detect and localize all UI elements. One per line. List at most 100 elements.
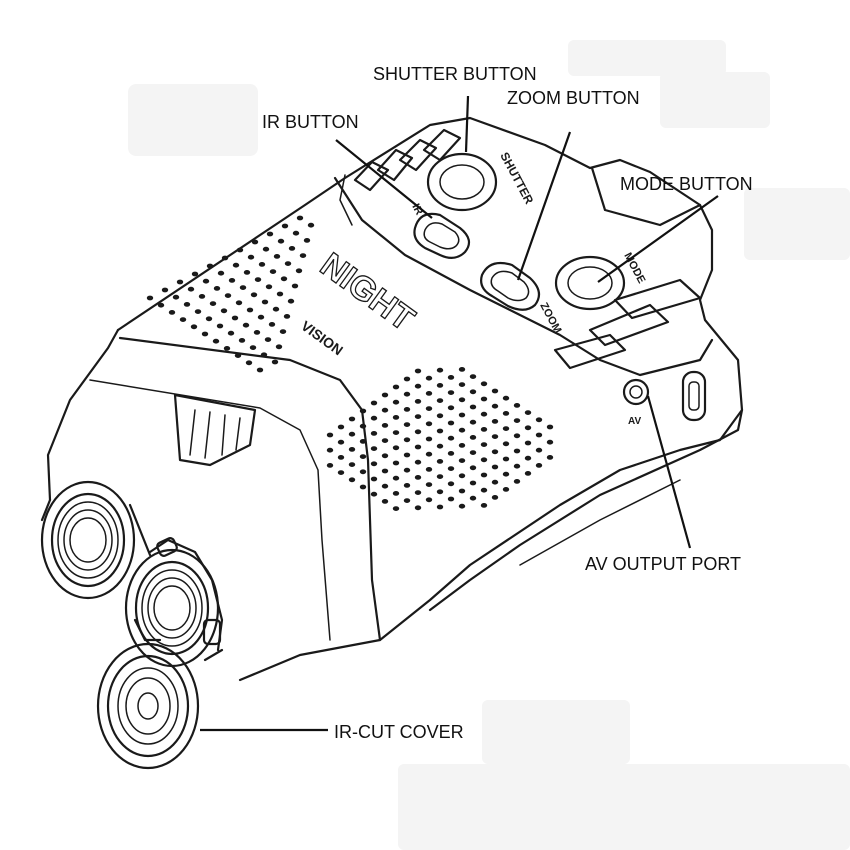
grille-hole (513, 479, 521, 484)
grille-hole (491, 479, 499, 485)
grille-hole (480, 503, 488, 508)
grille-hole (502, 426, 510, 431)
vision-marking: VISION (298, 317, 346, 358)
grille-hole (381, 407, 389, 413)
grille-hole (243, 270, 251, 275)
grille-hole (524, 455, 532, 461)
grille-hole (212, 338, 220, 344)
grille-hole (436, 489, 444, 495)
av-port[interactable]: AV (622, 378, 650, 427)
grille-hole (201, 331, 209, 337)
grille-hole (271, 359, 279, 365)
grille-hole (458, 397, 466, 403)
zoom-button[interactable]: ZOOM (480, 261, 563, 336)
grille-hole (414, 444, 422, 450)
grille-hole (221, 255, 229, 261)
grille-hole (469, 389, 477, 395)
grille-hole (291, 283, 299, 289)
grille-hole (458, 503, 466, 509)
grille-hole (194, 309, 202, 314)
shutter-button[interactable]: SHUTTER (426, 150, 536, 212)
grille-hole (348, 431, 356, 437)
grille-hole (249, 345, 257, 350)
grille-hole (250, 292, 258, 298)
grille-hole (469, 480, 477, 486)
grille-hole (381, 499, 389, 504)
grille-hole (381, 468, 389, 474)
grille-hole (425, 391, 433, 396)
grille-hole (447, 451, 455, 456)
grille-hole (480, 427, 488, 432)
grille-hole (264, 337, 272, 342)
grille-hole (245, 360, 253, 366)
grille-hole (348, 477, 356, 483)
grille-hole (279, 329, 287, 334)
shutter-marking: SHUTTER (497, 150, 536, 207)
grille-hole (502, 395, 510, 401)
front-panel-edge (89, 379, 331, 641)
grille-hole (535, 447, 543, 453)
grille-hole (436, 443, 444, 449)
grille-hole (292, 230, 300, 236)
grille-hole (202, 278, 210, 284)
grille-hole (392, 399, 400, 405)
grille-hole (447, 496, 455, 502)
grille-hole (276, 291, 284, 297)
grille-hole (234, 353, 242, 358)
grille-hole (458, 458, 466, 463)
grille-hole (458, 488, 466, 494)
grille-hole (491, 449, 499, 455)
grille-hole (524, 410, 532, 415)
grille-hole (524, 425, 532, 431)
grille-hole (392, 445, 400, 451)
grille-hole (220, 308, 228, 314)
grille-hole (348, 462, 356, 467)
grille-hole (295, 268, 303, 274)
grille-hole (414, 383, 422, 389)
side-switch[interactable] (681, 370, 707, 422)
grille-hole (287, 298, 295, 304)
grille-hole (480, 411, 488, 417)
grille-hole (447, 481, 455, 487)
grille-hole (232, 262, 240, 268)
control-ridge (333, 176, 714, 377)
grille-hole (469, 465, 477, 471)
grille-hole (403, 422, 411, 427)
grille-hole (179, 317, 187, 322)
device-outline-top (116, 116, 744, 682)
grille-hole (458, 382, 466, 387)
night-marking: NIGHT (313, 246, 421, 339)
grille-hole (392, 415, 400, 420)
ir-button[interactable]: IR (409, 202, 471, 259)
grille-hole (277, 238, 285, 244)
grille-hole (458, 473, 466, 479)
grille-hole (296, 215, 304, 221)
grille-hole (307, 222, 315, 228)
grille-hole (436, 474, 444, 479)
ir-cut-cover[interactable] (96, 618, 200, 770)
grille-hole (284, 261, 292, 266)
ridge-tip (339, 174, 353, 226)
grille-hole (281, 223, 289, 229)
grille-hole (273, 254, 281, 259)
mode-button-label: MODE BUTTON (620, 174, 753, 194)
side-bottom (428, 408, 744, 612)
grille-hole (265, 284, 273, 290)
grille-hole (546, 439, 554, 445)
grille-hole (403, 467, 411, 473)
front-window-grille (189, 409, 241, 459)
grille-hole (381, 423, 389, 428)
shutter-button-label: SHUTTER BUTTON (373, 64, 537, 84)
grille-hole (513, 448, 521, 454)
grille-hole (268, 322, 276, 327)
grille-hole (246, 307, 254, 313)
grille-hole (257, 314, 265, 320)
grille-hole (392, 491, 400, 496)
zoom-leader (516, 131, 572, 281)
grille-hole (414, 490, 422, 495)
grille-hole (392, 475, 400, 481)
grille-hole (447, 420, 455, 426)
grille-hole (198, 294, 206, 299)
